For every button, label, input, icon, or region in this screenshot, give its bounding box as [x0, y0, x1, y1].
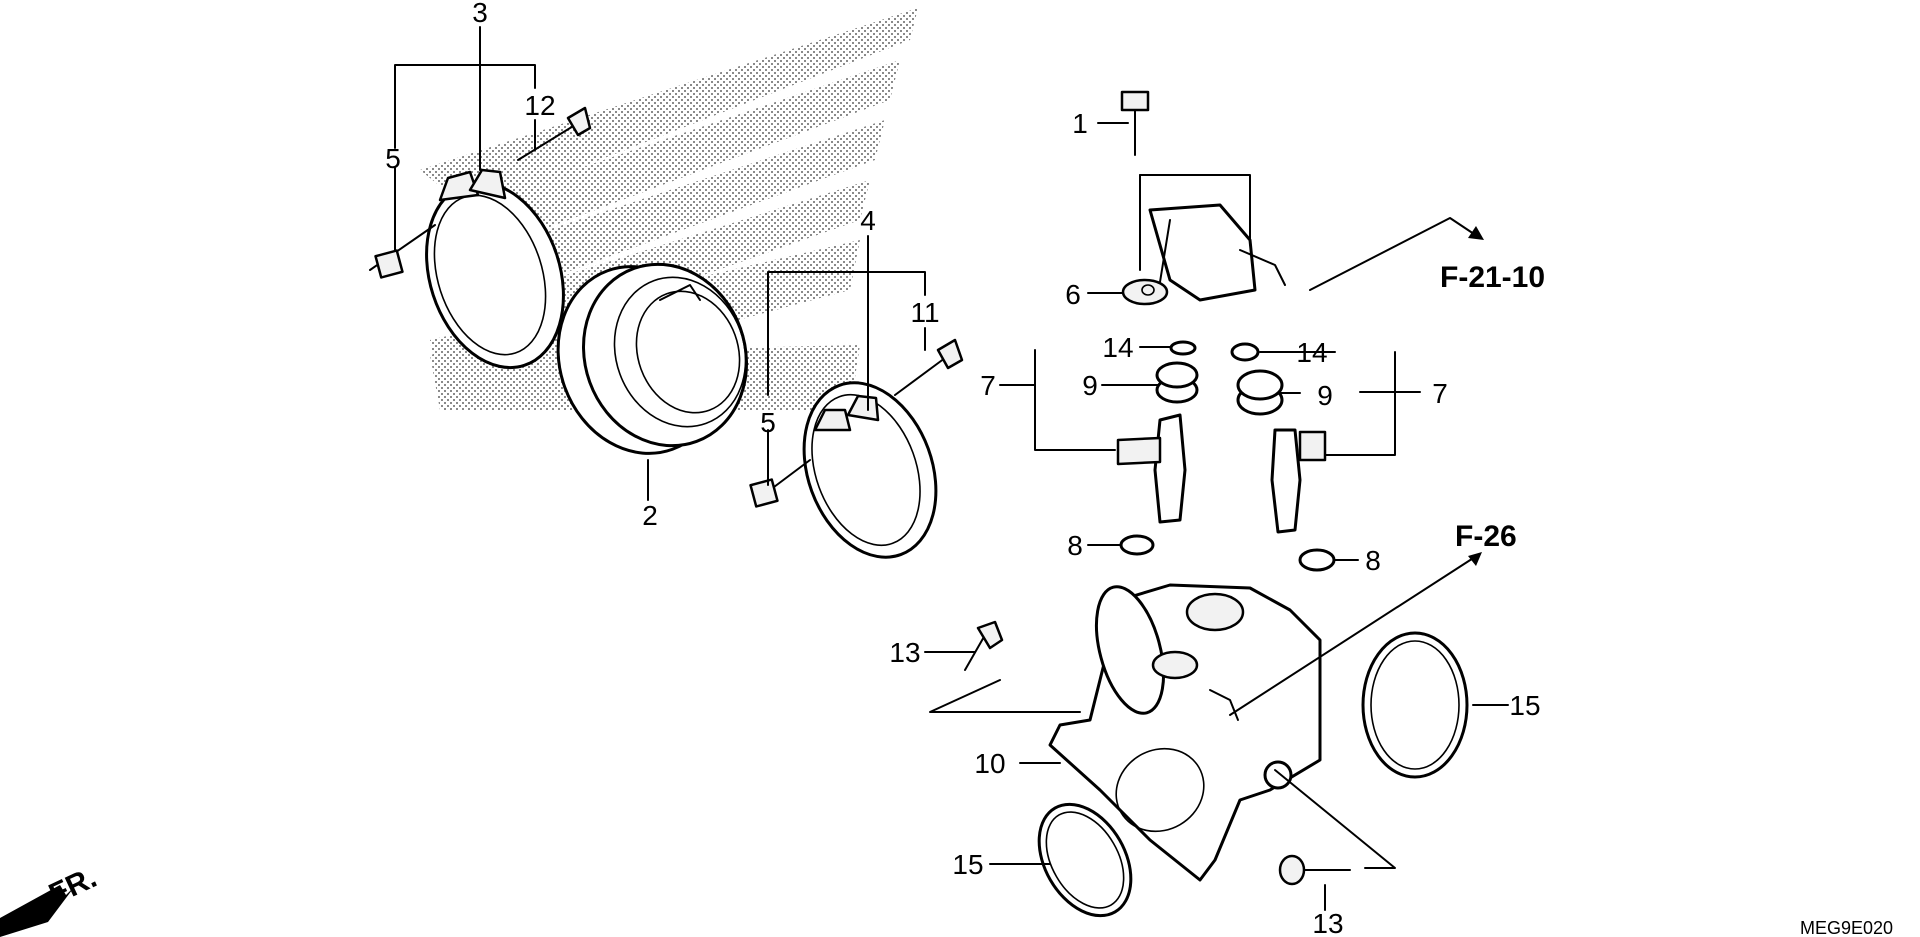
injector-right[interactable] [1270, 428, 1327, 534]
callout-12: 12 [524, 90, 555, 121]
leader-lines [394, 26, 1509, 911]
callout-8-left: 8 [1067, 530, 1083, 561]
callout-10: 10 [974, 748, 1005, 779]
screw-upper[interactable] [517, 106, 592, 161]
seal-ring-left[interactable] [1155, 361, 1199, 404]
callout-14-left: 14 [1102, 332, 1133, 363]
callout-11: 11 [910, 297, 939, 328]
callout-13-upper: 13 [889, 637, 920, 668]
clamp-band-upper[interactable] [369, 165, 586, 386]
intake-joint[interactable] [532, 241, 771, 476]
diagram-code: MEG9E020 [1800, 918, 1893, 937]
callout-15-right: 15 [1509, 690, 1540, 721]
bolt-lower-right[interactable] [1278, 854, 1351, 886]
callout-7-left: 7 [980, 370, 996, 401]
callout-15-lower: 15 [952, 849, 983, 880]
callout-7-right: 7 [1432, 378, 1448, 409]
clamp-band-middle[interactable] [749, 364, 960, 576]
callout-2: 2 [642, 500, 658, 531]
callout-13-lower: 13 [1312, 908, 1343, 937]
screw-middle[interactable] [894, 338, 964, 396]
callout-9-left: 9 [1082, 370, 1098, 401]
callout-9-right: 9 [1317, 380, 1333, 411]
bolt-fuel-rail[interactable] [1120, 90, 1150, 156]
o-ring-right[interactable] [1230, 342, 1260, 362]
bolt-upper-left[interactable] [964, 620, 1004, 671]
callout-4: 4 [860, 205, 876, 236]
callout-8-right: 8 [1365, 545, 1381, 576]
front-direction-arrow [0, 885, 75, 937]
fuel-rail-joint[interactable] [1121, 203, 1286, 306]
callout-6: 6 [1065, 279, 1081, 310]
gasket-right[interactable] [1361, 631, 1469, 779]
seal-ring-right[interactable] [1236, 369, 1284, 416]
callout-14-right: 14 [1296, 337, 1327, 368]
seal-lower-right[interactable] [1298, 548, 1336, 572]
o-ring-left[interactable] [1169, 340, 1197, 356]
gasket-lower[interactable] [1020, 788, 1149, 932]
throttle-body[interactable] [1048, 579, 1322, 882]
callout-3: 3 [472, 0, 488, 28]
callout-5-upper: 5 [385, 143, 401, 174]
callout-1: 1 [1072, 108, 1088, 139]
injector-left[interactable] [1116, 413, 1187, 524]
callout-5-middle: 5 [760, 407, 776, 438]
reference-fuel-rail[interactable]: F-21-10 [1440, 261, 1545, 294]
seal-lower-left[interactable] [1119, 534, 1155, 556]
reference-throttle-body[interactable]: F-26 [1455, 520, 1517, 553]
